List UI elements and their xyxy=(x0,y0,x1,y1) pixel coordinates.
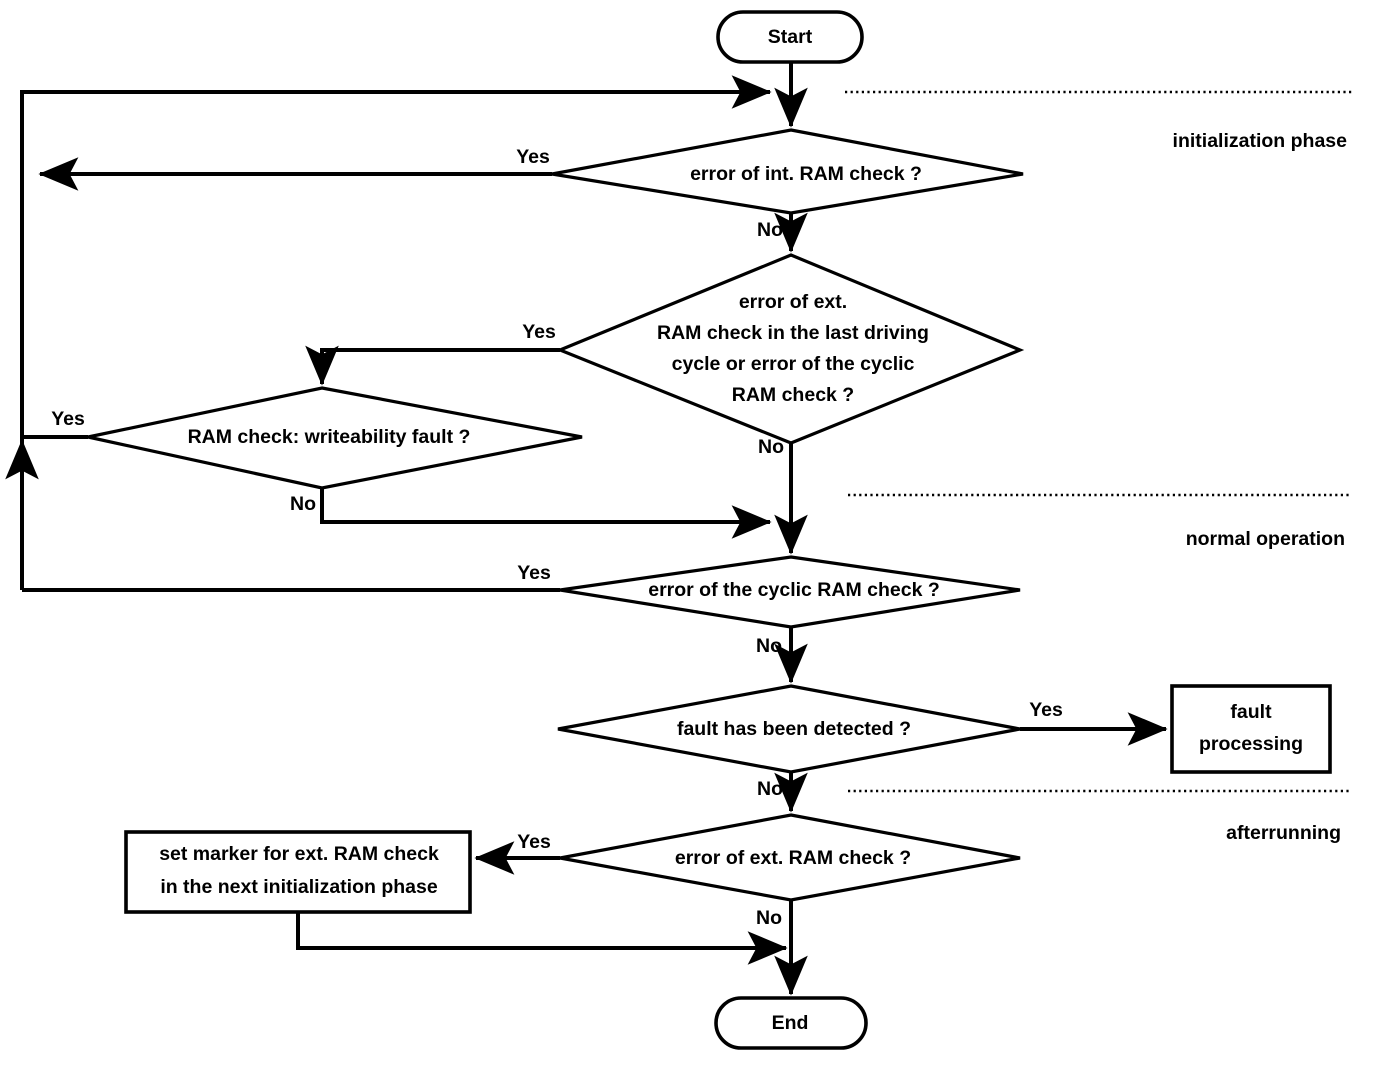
decision-error-of-cyclic-ram-check-label: error of the cyclic RAM check ? xyxy=(648,579,940,601)
edge-ext-multi-yes-to-writeability xyxy=(305,345,560,386)
node-end[interactable] xyxy=(714,996,868,1050)
node-start-label: Start xyxy=(768,26,813,48)
decision-fault-has-been-detected-label: fault has been detected ? xyxy=(677,718,911,740)
edge-label-cyclic-yes: Yes xyxy=(517,562,551,584)
decision-ram-check-writeability-fault[interactable] xyxy=(87,386,583,490)
process-set-marker-ext-ram-check[interactable] xyxy=(124,830,472,914)
decision-ext-ram-multi-line-1: error of ext. xyxy=(739,291,847,313)
phase-label-afterrunning: afterrunning xyxy=(1226,822,1341,844)
decision-ram-check-writeability-fault-label: RAM check: writeability fault ? xyxy=(188,426,471,448)
decision-error-of-cyclic-ram-check[interactable] xyxy=(559,555,1021,629)
decision-error-of-ext-ram-check-label: error of ext. RAM check ? xyxy=(675,847,911,869)
node-end-label: End xyxy=(772,1012,809,1034)
decision-error-of-ext-ram-check-last-driving-cycle[interactable] xyxy=(555,253,1025,445)
edge-writeability-no-to-trunk xyxy=(320,488,772,539)
decision-error-of-int-ram-check[interactable] xyxy=(551,128,1024,215)
decision-fault-has-been-detected[interactable] xyxy=(557,684,1021,774)
decision-ext-ram-multi-line-2: RAM check in the last driving xyxy=(657,322,929,344)
node-start[interactable] xyxy=(716,10,864,64)
process-fault-processing[interactable] xyxy=(1170,684,1332,774)
decision-ext-ram-multi-line-4: RAM check ? xyxy=(732,384,854,406)
phase-label-normal-operation: normal operation xyxy=(1186,528,1345,550)
process-fault-processing-line-2: processing xyxy=(1199,733,1303,755)
edge-label-writeability-no: No xyxy=(290,493,316,515)
edge-label-int-ram-yes: Yes xyxy=(516,146,550,168)
edge-label-ext-multi-yes: Yes xyxy=(522,321,556,343)
edge-label-ext-ram-no: No xyxy=(756,907,782,929)
process-fault-processing-line-1: fault xyxy=(1230,701,1272,723)
edge-label-ext-ram-yes: Yes xyxy=(517,831,551,853)
edge-label-writeability-yes: Yes xyxy=(51,408,85,430)
edge-label-fault-detected-no: No xyxy=(757,778,783,800)
process-set-marker-line-2: in the next initialization phase xyxy=(160,876,438,898)
decision-ext-ram-multi-line-3: cycle or error of the cyclic xyxy=(672,353,915,375)
decision-error-of-int-ram-check-label: error of int. RAM check ? xyxy=(690,163,922,185)
edge-set-marker-to-trunk xyxy=(296,912,788,965)
phase-label-initialization: initialization phase xyxy=(1173,130,1348,152)
decision-error-of-ext-ram-check[interactable] xyxy=(559,813,1021,902)
process-set-marker-line-1: set marker for ext. RAM check xyxy=(159,843,439,865)
edge-label-fault-detected-yes: Yes xyxy=(1029,699,1063,721)
edge-label-ext-multi-no: No xyxy=(758,436,784,458)
edge-label-cyclic-no: No xyxy=(756,635,782,657)
edge-label-int-ram-no: No xyxy=(757,219,783,241)
